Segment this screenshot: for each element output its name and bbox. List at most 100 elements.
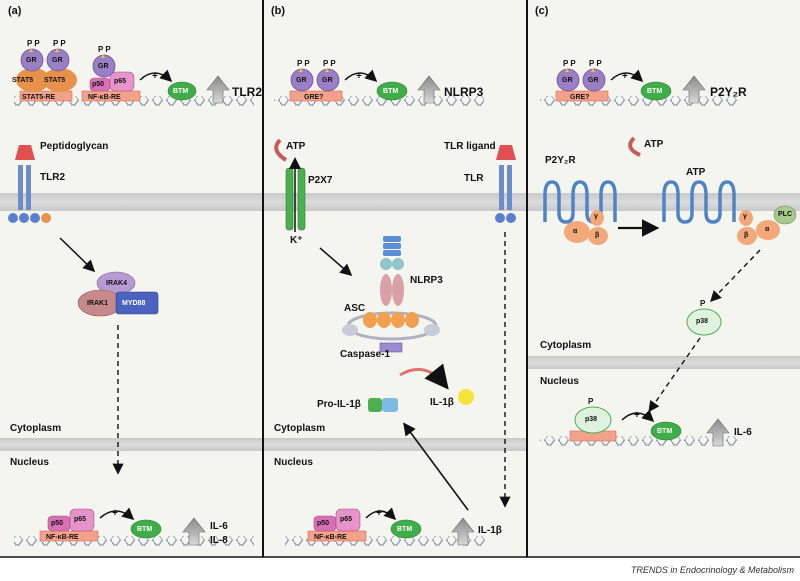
panel-c-tag: (c) (535, 5, 549, 17)
panel-b-tag: (b) (271, 5, 286, 17)
tlr-ligand-shape (496, 145, 516, 160)
activation-arrow-c-bottom (621, 409, 655, 423)
nlrp3-pyd-1 (380, 274, 392, 306)
journal-footer: TRENDS in Endocrinology & Metabolism (630, 565, 794, 575)
tlr2-tir-2 (19, 213, 29, 223)
myd88-label: MYD88 (122, 300, 146, 307)
nfkb-re-label-b-bottom: NF-κB-RE (314, 534, 347, 541)
ligand-triangle-c1 (565, 68, 569, 72)
tlr2-stalk-2 (26, 165, 31, 210)
caspase-pro-right (424, 324, 440, 336)
ligand-triangle-b1 (299, 68, 303, 72)
btm-b-bottom (390, 519, 422, 539)
p2x7-channel-right (297, 167, 306, 231)
p50-label-top: p50 (92, 81, 105, 88)
activation-arrow-b (344, 69, 378, 83)
nfkb-re-box-b-bottom (307, 530, 367, 542)
gr-b2 (316, 68, 340, 92)
il1b-label: IL-1β (430, 397, 454, 408)
myd88-shape (115, 291, 159, 315)
nucleus-label-b: Nucleus (274, 457, 313, 468)
beta-label-c1: β (595, 232, 600, 239)
btm-label-b-bottom: BTM (397, 526, 413, 533)
atp-label-c1: ATP (644, 139, 664, 150)
il1b-mature (458, 389, 474, 405)
nlrp3-nacht-2 (392, 258, 404, 270)
caspase-pro-left (342, 324, 358, 336)
p65-label-b-bottom: p65 (340, 516, 353, 523)
gr-c2 (582, 68, 606, 92)
btm-label-b: BTM (383, 88, 399, 95)
gr-label-a1: GR (26, 57, 37, 64)
gre-box-b (289, 90, 343, 102)
phospho-marks-c2: P P (589, 59, 602, 68)
nlrp3-lrr-3 (383, 250, 401, 256)
tlr-ligand-label: TLR ligand (444, 141, 496, 152)
stat5-re-label: STAT5-RE (22, 94, 56, 101)
upregulation-arrow-c (682, 75, 706, 104)
plc-shape (773, 205, 797, 225)
atp-label-c2: ATP (686, 167, 706, 178)
nuclear-membrane-c (528, 356, 800, 369)
tlr2-tir-1 (8, 213, 18, 223)
asc-label: ASC (344, 303, 366, 314)
nfkb-re-label-top: NF-κB-RE (88, 94, 121, 101)
btm-c-top (640, 81, 672, 101)
nfkb-re-box-top (81, 90, 141, 102)
g-alpha-c1 (564, 221, 590, 243)
btm-label-a: BTM (173, 88, 189, 95)
arrow-tlr2-to-irak (59, 237, 96, 273)
output-il6-a: IL-6 (210, 521, 228, 532)
stat5-label-a1: STAT5 (12, 77, 34, 84)
p50-label-a-bottom: p50 (51, 520, 64, 527)
gr-c1 (556, 68, 580, 92)
output-il8-a: IL-8 (210, 535, 228, 546)
p65-label-top: p65 (114, 78, 127, 85)
dna-strand-b-bottom (285, 536, 485, 546)
alpha-label-c1: α (573, 228, 578, 235)
dna-strand-c-top (540, 96, 740, 106)
asc-2 (377, 312, 391, 328)
gr-a2 (46, 48, 70, 72)
atp-label-b: ATP (286, 141, 306, 152)
gene-nlrp3: NLRP3 (444, 85, 484, 99)
nfkb-re-box-a-bottom (39, 530, 99, 542)
nuclear-membrane-b (264, 438, 526, 451)
plus-c-bottom: + (634, 410, 640, 421)
tlr-b-tir-1 (495, 213, 505, 223)
btm-c-bottom (650, 421, 682, 441)
g-beta-c1 (588, 227, 608, 245)
btm-label-c-bottom: BTM (657, 428, 673, 435)
dna-strand-a-bottom (14, 536, 254, 546)
btm-label-a-bottom: BTM (137, 526, 153, 533)
plc-label: PLC (778, 211, 792, 218)
gr-label-a3: GR (98, 63, 109, 70)
activation-arrow-b-bottom (365, 507, 397, 521)
peptidoglycan-label: Peptidoglycan (40, 141, 109, 152)
plus-b: + (356, 71, 362, 82)
gamma-label-c1: γ (594, 213, 598, 220)
tlr-b-stalk-2 (507, 165, 512, 210)
p65-top (109, 71, 135, 92)
plus-b-bottom: + (376, 508, 382, 519)
nucleus-label-a: Nucleus (10, 457, 49, 468)
ligand-triangle-a1 (29, 48, 33, 52)
cytoplasm-label-b: Cytoplasm (274, 423, 326, 434)
gr-a1 (20, 48, 44, 72)
kplus-label: K⁺ (290, 235, 303, 246)
tlr-label-b: TLR (464, 173, 484, 184)
tlr2-tir-4 (41, 213, 51, 223)
peptidoglycan-ligand (15, 145, 35, 160)
activation-arrow-a (139, 69, 173, 83)
asc-3 (391, 312, 405, 328)
ligand-triangle-a3 (101, 54, 105, 58)
cytoplasm-label-c: Cytoplasm (540, 340, 592, 351)
p65-label-a-bottom: p65 (74, 516, 87, 523)
g-beta-c2 (737, 227, 757, 245)
p2y2r-active (662, 180, 736, 224)
pro-il1b-2 (382, 398, 398, 412)
cytoplasm-label-a: Cytoplasm (10, 423, 62, 434)
p38-cytoplasm (686, 308, 722, 336)
btm-a-top (167, 81, 197, 101)
phospho-marks-b2: P P (323, 59, 336, 68)
